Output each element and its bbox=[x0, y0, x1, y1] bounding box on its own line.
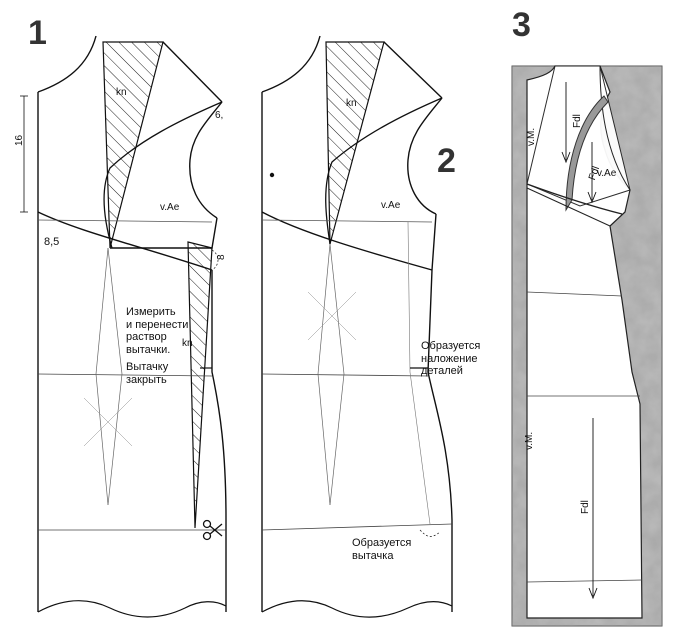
figure-1 bbox=[20, 35, 227, 618]
shoulder-line bbox=[162, 41, 223, 103]
note-close-dart: Вытачку закрыть bbox=[126, 361, 169, 386]
label-vm-top: v.M. bbox=[526, 127, 537, 146]
label-vae-2: v.Ae bbox=[381, 200, 401, 211]
hatched-dart-top bbox=[102, 41, 164, 249]
armhole-curve-2 bbox=[407, 97, 443, 215]
label-vae-3: v.Ae bbox=[597, 168, 617, 179]
neckline bbox=[37, 35, 97, 93]
dimension-16: 16 bbox=[14, 134, 25, 146]
shoulder-line-2 bbox=[383, 41, 443, 99]
note-measure-dart: Измерить и перенести раствор вытачки. bbox=[126, 306, 189, 356]
side-seam-2 bbox=[427, 213, 453, 612]
dimension-8: 8 bbox=[216, 254, 227, 260]
figure-number-1: 1 bbox=[28, 14, 47, 52]
label-fdl-long: Fdl bbox=[580, 500, 591, 514]
note-overlap: Образуется наложение деталей bbox=[421, 340, 481, 378]
label-kn-side: kn bbox=[182, 338, 193, 349]
figure-2 bbox=[261, 35, 453, 618]
figure-number-3: 3 bbox=[512, 6, 531, 44]
label-vae: v.Ae bbox=[160, 202, 180, 213]
dimension-8-5: 8,5 bbox=[44, 236, 60, 248]
figure-number-2: 2 bbox=[437, 142, 456, 180]
label-kn-top: kn bbox=[116, 87, 127, 98]
bust-line-2 bbox=[261, 211, 433, 271]
label-vm-bottom: v.M. bbox=[524, 431, 535, 450]
label-fdl-1: Fdl bbox=[572, 114, 583, 128]
label-kn-top-2: kn bbox=[346, 98, 357, 109]
neckline-2 bbox=[261, 35, 321, 93]
figure-3 bbox=[511, 65, 663, 627]
hatched-dart-side bbox=[187, 241, 213, 529]
hatched-dart-top-2 bbox=[325, 41, 385, 245]
note-dart-formed: Образуется вытачка bbox=[352, 537, 412, 562]
dimension-6: 6, bbox=[215, 110, 224, 121]
side-seam bbox=[211, 270, 227, 612]
scissors-icon bbox=[202, 519, 223, 541]
bust-line bbox=[37, 211, 213, 271]
armhole-curve bbox=[189, 101, 223, 219]
